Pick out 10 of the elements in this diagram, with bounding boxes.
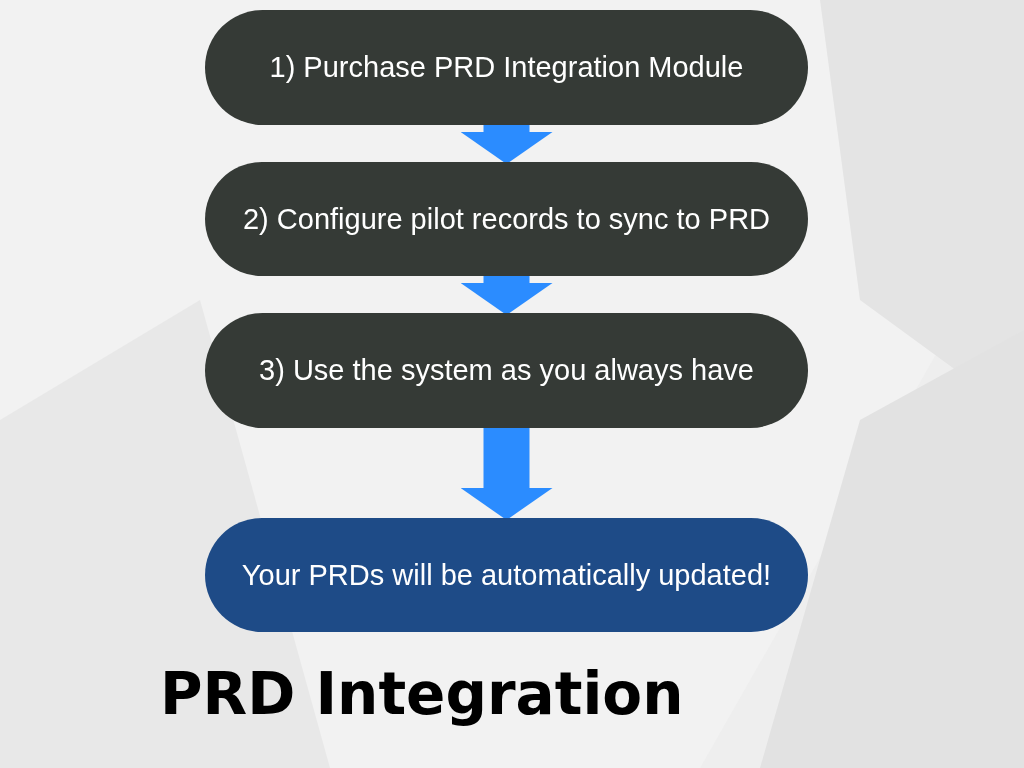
step-text: Your PRDs will be automatically updated! xyxy=(241,558,772,592)
rounded-step-box xyxy=(205,518,808,632)
block-arrow xyxy=(460,276,553,315)
step-text: 1) Purchase PRD Integration Module xyxy=(269,51,744,84)
diagram-title: PRD Integration xyxy=(160,660,684,728)
step-text: 2) Configure pilot records to sync to PRD xyxy=(242,202,771,236)
block-arrow xyxy=(460,125,553,164)
step-text: 3) Use the system as you always have xyxy=(259,354,754,387)
rounded-step-box xyxy=(205,313,808,428)
block-arrow xyxy=(460,428,553,520)
